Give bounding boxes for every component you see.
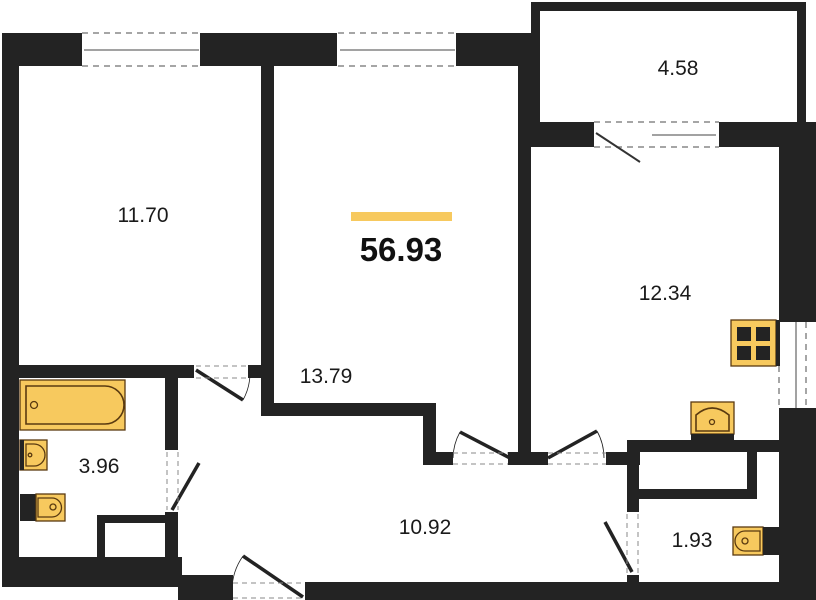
total-area-accent-bar <box>351 212 452 221</box>
door-toilet <box>603 514 639 573</box>
balcony-door <box>594 121 719 163</box>
door-kitchen <box>547 429 606 465</box>
room-area-kitchen: 12.34 <box>638 282 692 305</box>
windows <box>79 32 816 412</box>
door-entrance <box>231 554 305 599</box>
doors <box>166 365 639 599</box>
door-bedroom <box>195 365 251 402</box>
bathtub-icon <box>19 379 126 431</box>
sink-bathroom-icon <box>19 439 48 471</box>
fixtures <box>19 319 780 556</box>
sink-kitchen-icon <box>690 401 735 440</box>
toilet-bathroom-icon <box>20 493 66 522</box>
room-area-bathroom: 3.96 <box>78 455 120 478</box>
window-kitchen <box>778 318 816 412</box>
toilet-wc-icon <box>732 526 779 556</box>
room-area-balcony: 4.58 <box>657 57 699 80</box>
window-living <box>334 32 459 67</box>
door-living <box>452 430 511 465</box>
window-bedroom <box>79 32 203 67</box>
door-bathroom <box>166 452 201 511</box>
room-area-bedroom: 11.70 <box>117 204 169 227</box>
room-area-hallway: 10.92 <box>398 516 452 539</box>
room-area-toilet: 1.93 <box>671 529 713 552</box>
total-area: 56.93 <box>359 231 443 268</box>
room-area-living-room: 13.79 <box>299 365 353 388</box>
stove-icon <box>730 319 780 367</box>
